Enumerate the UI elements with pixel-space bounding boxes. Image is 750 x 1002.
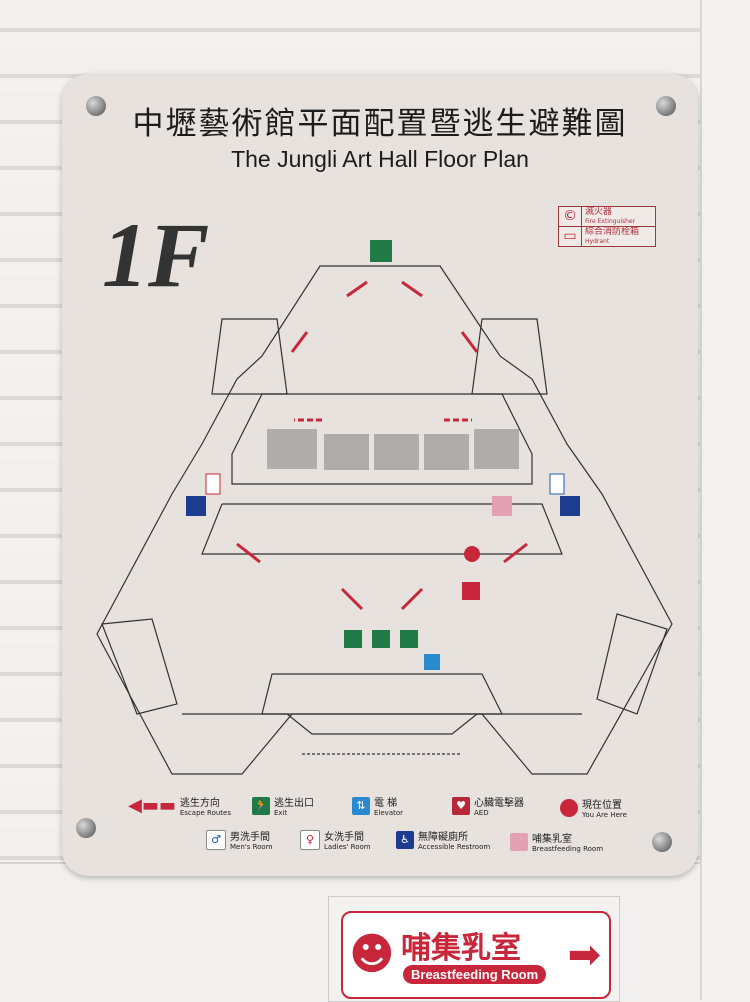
legend-label: 逃生出口 bbox=[274, 798, 314, 809]
accessible-restroom-icon: ♿ bbox=[396, 830, 414, 849]
title-english: The Jungli Art Hall Floor Plan bbox=[231, 146, 529, 172]
seating-area bbox=[267, 429, 519, 470]
legend-label: 逃生方向 bbox=[179, 798, 220, 809]
legend-label-en: Escape Routes bbox=[179, 809, 232, 817]
breastfeeding-door-sign: ☻ 哺集乳室 Breastfeeding Room ➡ bbox=[328, 896, 620, 1002]
exit-icon bbox=[344, 630, 362, 648]
aed-icon: ♥ bbox=[452, 796, 470, 815]
bolt-icon bbox=[86, 96, 106, 116]
mother-baby-icon: ☻ bbox=[349, 929, 395, 980]
elevator-icon bbox=[424, 654, 440, 670]
legend-label-en: Accessible Restroom bbox=[418, 843, 491, 851]
aed-icon bbox=[462, 582, 480, 600]
stage-outline bbox=[261, 673, 503, 715]
key-label: 綜合消防栓箱 bbox=[585, 226, 640, 237]
legend-label-en: Exit bbox=[274, 809, 288, 817]
legend-label-en: Elevator bbox=[374, 809, 404, 817]
legend-label-en: AED bbox=[474, 809, 489, 817]
key-label-en: Hydrant bbox=[585, 237, 610, 245]
legend-label-en: You Are Here bbox=[582, 811, 627, 819]
legend-label: 現在位置 bbox=[582, 800, 622, 811]
door-sign-chinese: 哺集乳室 bbox=[401, 931, 521, 966]
mens-room-icon bbox=[549, 473, 565, 495]
breastfeeding-room-icon bbox=[492, 496, 512, 516]
escape-arrow bbox=[290, 331, 309, 353]
nw-rooms bbox=[211, 318, 288, 395]
legend-label: 男洗手間 bbox=[230, 832, 270, 843]
you-are-here-icon bbox=[560, 798, 578, 817]
west-stair bbox=[101, 618, 178, 715]
legend-label: 女洗手間 bbox=[324, 832, 364, 843]
you-are-here-icon bbox=[464, 546, 480, 562]
legend-label-en: Ladies' Room bbox=[324, 843, 371, 851]
inner-lower-wall bbox=[182, 713, 582, 735]
ladies-room-icon: ♀ bbox=[300, 829, 320, 850]
escape-arrow bbox=[401, 280, 423, 298]
breastfeeding-room-icon bbox=[510, 832, 528, 851]
bolt-icon bbox=[656, 96, 676, 116]
legend-label: 哺集乳室 bbox=[532, 834, 572, 845]
building-outline bbox=[96, 265, 673, 775]
mens-room-icon: ♂ bbox=[206, 829, 226, 850]
exit-icon: 🏃 bbox=[252, 796, 270, 815]
accessible-restroom-icon bbox=[186, 496, 206, 516]
escape-arrow bbox=[400, 587, 424, 611]
key-label-en: Fire Extinguisher bbox=[585, 217, 636, 225]
east-stair bbox=[596, 613, 668, 715]
ne-rooms bbox=[471, 318, 548, 395]
title-chinese: 中壢藝術館平面配置暨逃生避難圖 bbox=[132, 106, 628, 142]
legend-label-en: Men's Room bbox=[230, 843, 273, 851]
key-label: 滅火器 bbox=[585, 206, 613, 217]
legend-label-en: Breastfeeding Room bbox=[532, 845, 604, 853]
floor-plan-drawing bbox=[96, 240, 673, 775]
floor-plan-sign: 中壢藝術館平面配置暨逃生避難圖 The Jungli Art Hall Floo… bbox=[62, 74, 698, 876]
exit-icon bbox=[372, 630, 390, 648]
escape-arrow bbox=[460, 331, 479, 353]
bolt-icon bbox=[76, 818, 96, 838]
lobby-wall bbox=[201, 503, 563, 555]
exit-signs bbox=[344, 240, 418, 648]
legend-label: 心臟電擊器 bbox=[474, 798, 524, 809]
hydrant-icon: ▭ bbox=[559, 227, 582, 246]
escape-route-arrow-icon: ◀▬▬ bbox=[128, 795, 176, 816]
escape-arrow bbox=[346, 280, 368, 298]
bolt-icon bbox=[652, 832, 672, 852]
escape-arrow bbox=[236, 542, 261, 564]
door-sign-english: Breastfeeding Room bbox=[403, 965, 547, 984]
accessible-restroom-icon bbox=[560, 496, 580, 516]
legend-label: 無障礙廁所 bbox=[418, 832, 468, 843]
exit-icon bbox=[400, 630, 418, 648]
escape-arrow bbox=[503, 542, 528, 564]
wall-column bbox=[700, 0, 750, 1000]
fire-extinguisher-icon: © bbox=[559, 207, 582, 226]
ladies-room-icon bbox=[205, 473, 221, 495]
elevator-icon: ⇅ bbox=[352, 796, 370, 815]
legend-label: 電 梯 bbox=[374, 798, 398, 809]
escape-arrow bbox=[340, 587, 364, 611]
floor-label: 1F bbox=[102, 204, 210, 306]
escape-arrows bbox=[236, 280, 528, 611]
exit-icon bbox=[370, 240, 392, 262]
arrow-right-icon: ➡ bbox=[567, 932, 601, 978]
